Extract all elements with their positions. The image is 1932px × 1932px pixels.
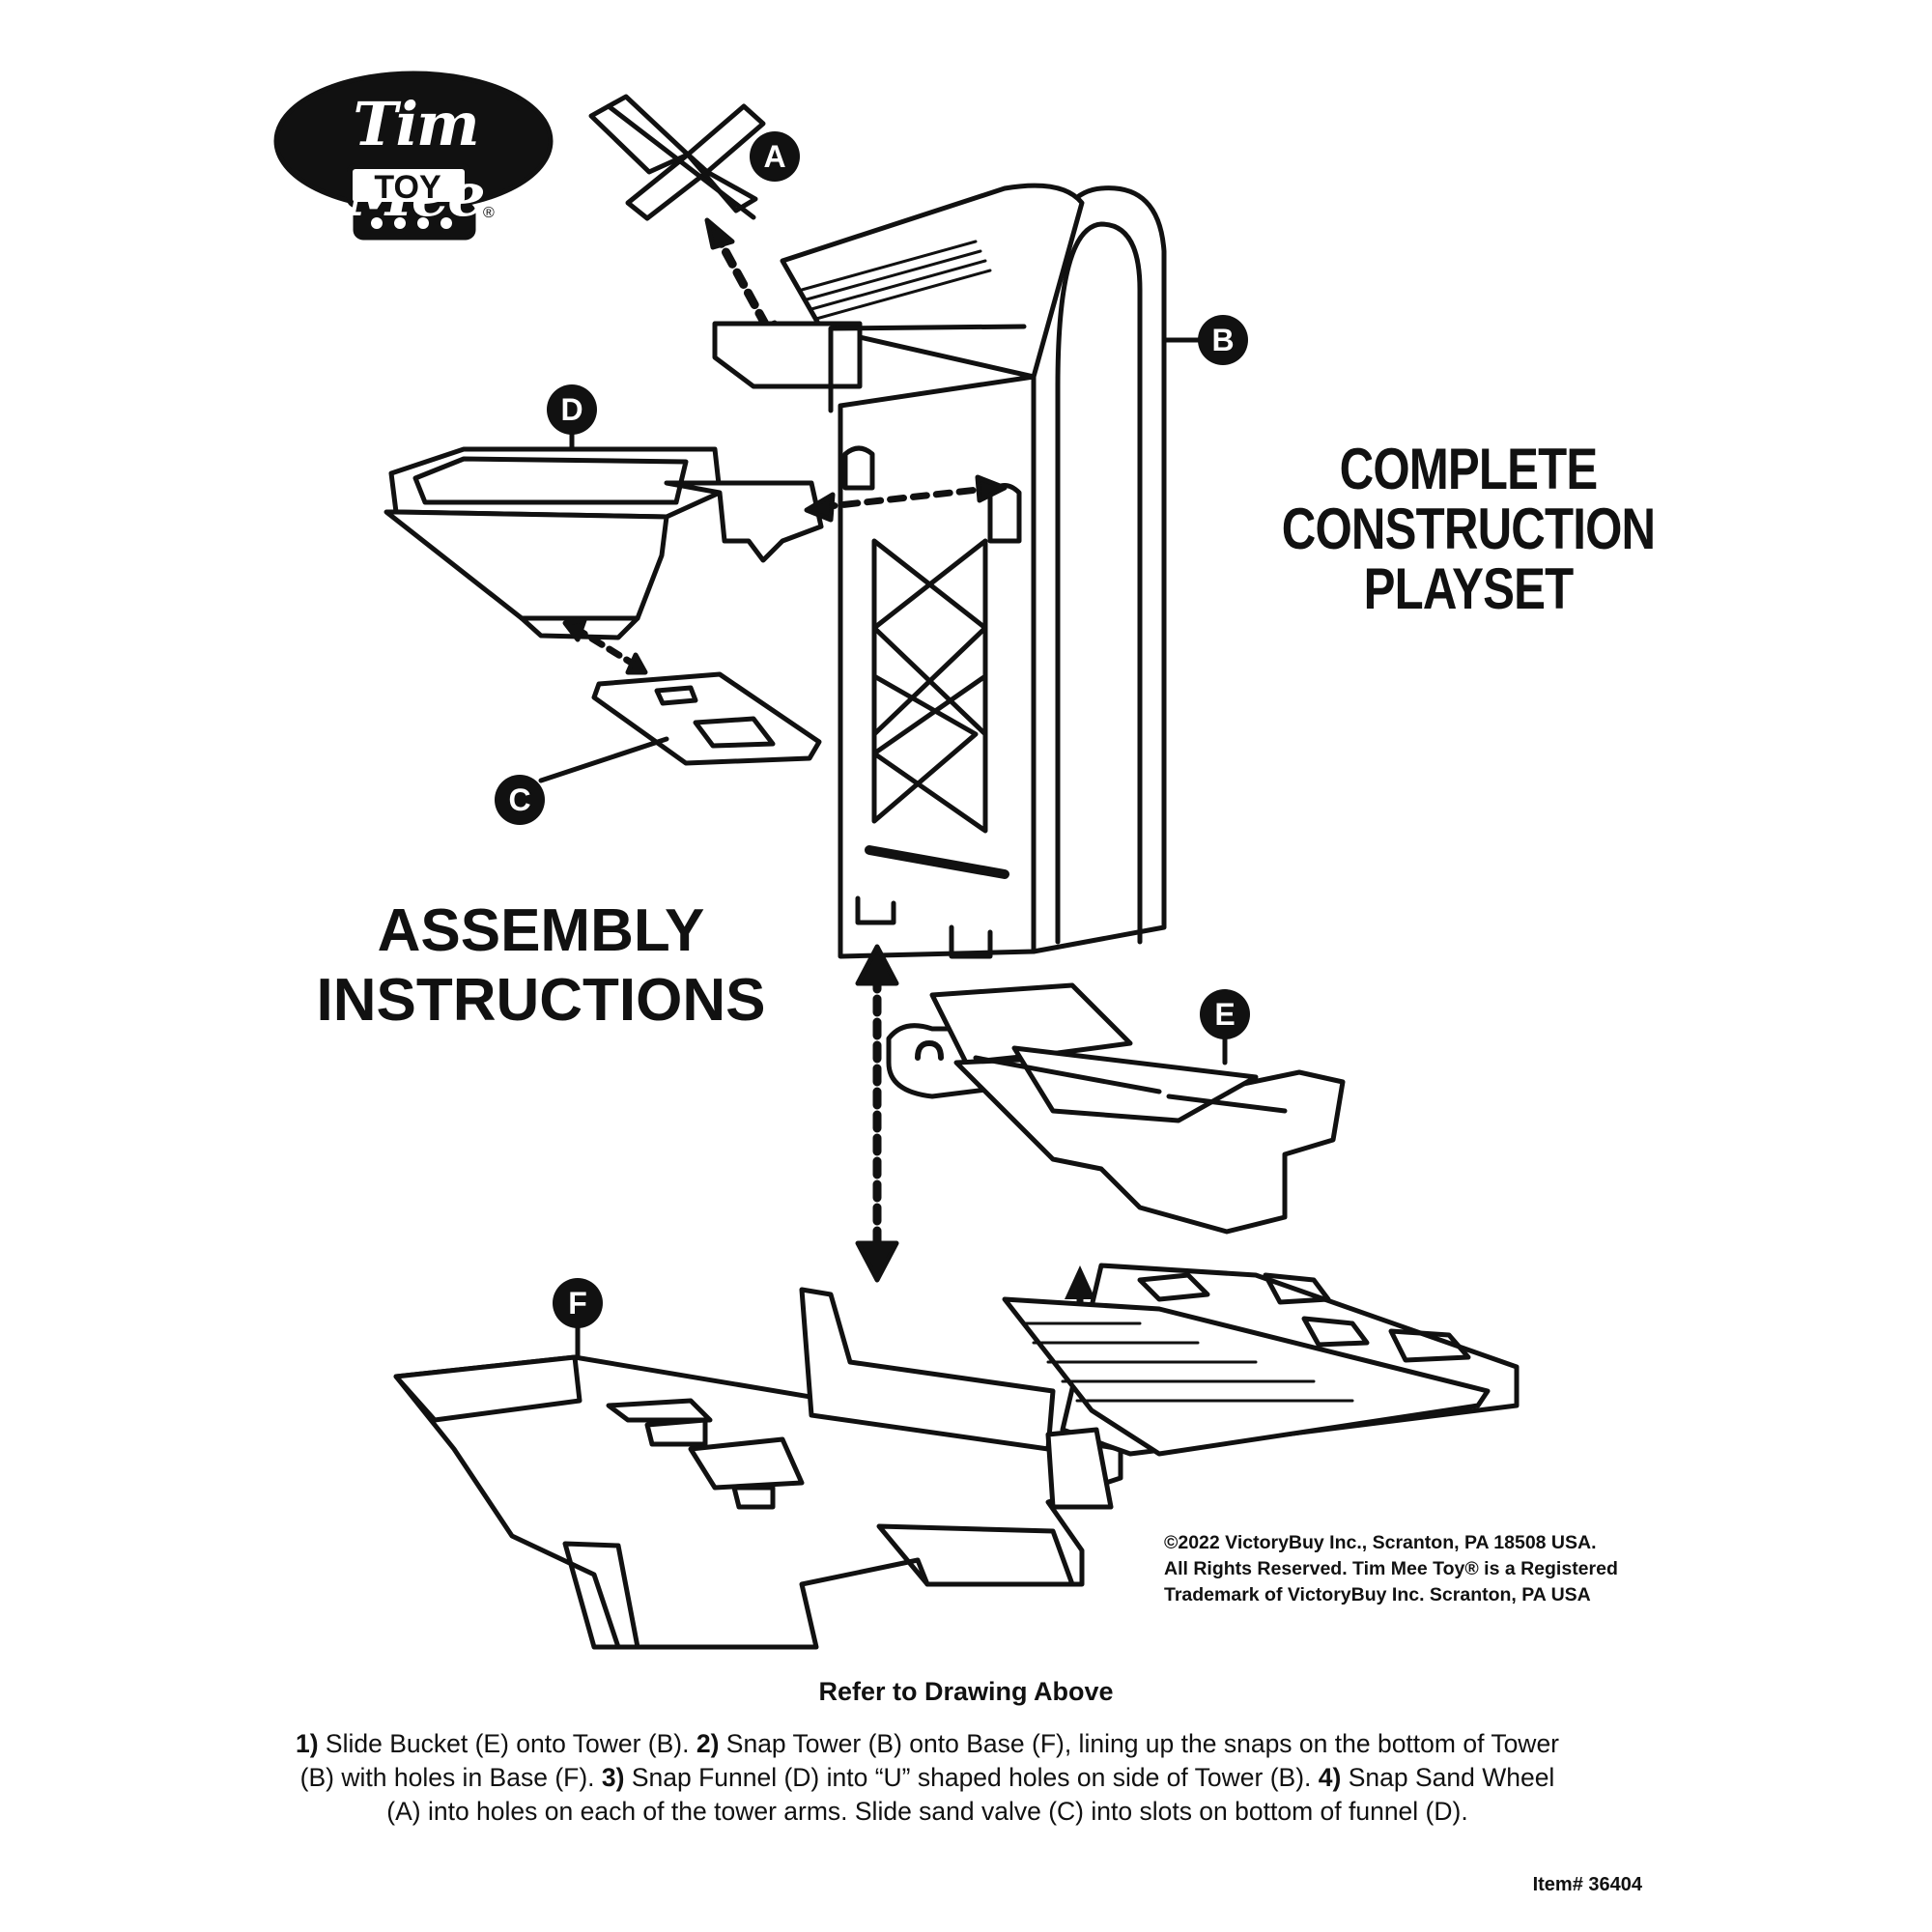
part-c-sand-valve bbox=[591, 671, 822, 766]
copyright-line-3: Trademark of VictoryBuy Inc. Scranton, P… bbox=[1164, 1584, 1591, 1605]
assembly-title-line-2: INSTRUCTIONS bbox=[316, 967, 766, 1034]
part-b-tower bbox=[712, 183, 1167, 959]
step-1-text: Slide Bucket (E) onto Tower (B). bbox=[318, 1729, 696, 1758]
callout-c: C bbox=[495, 775, 545, 825]
copyright-line-1: ©2022 VictoryBuy Inc., Scranton, PA 1850… bbox=[1164, 1532, 1597, 1553]
copyright-notice: ©2022 VictoryBuy Inc., Scranton, PA 1850… bbox=[1164, 1530, 1681, 1608]
step-2-number: 2) bbox=[696, 1729, 720, 1758]
logo-registered-mark: ® bbox=[483, 205, 495, 221]
part-d-funnel bbox=[384, 446, 824, 640]
refer-heading: Refer to Drawing Above bbox=[818, 1677, 1114, 1706]
callout-d: D bbox=[547, 384, 597, 435]
part-f-base bbox=[393, 1263, 1520, 1650]
step-2-text: Snap Tower (B) onto Base (F), lining up … bbox=[299, 1729, 1560, 1792]
playset-title-line-1: COMPLETE bbox=[1339, 437, 1599, 501]
step-4-number: 4) bbox=[1318, 1763, 1342, 1792]
logo-badge bbox=[273, 71, 554, 241]
step-4-text: Snap Sand Wheel (A) into holes on each o… bbox=[386, 1763, 1555, 1826]
playset-title-line-2: CONSTRUCTION bbox=[1281, 497, 1656, 561]
step-3-number: 3) bbox=[601, 1763, 625, 1792]
logo-wordmark: Tim Mee bbox=[347, 89, 486, 230]
callout-a: A bbox=[750, 131, 800, 182]
copyright-line-2: All Rights Reserved. Tim Mee Toy® is a R… bbox=[1164, 1558, 1618, 1579]
item-number: Item# 36404 bbox=[1532, 1874, 1642, 1895]
part-e-bucket bbox=[886, 982, 1346, 1235]
step-3-text: Snap Funnel (D) into “U” shaped holes on… bbox=[624, 1763, 1319, 1792]
callout-e: E bbox=[1200, 989, 1250, 1039]
step-1-number: 1) bbox=[295, 1729, 319, 1758]
part-a-sand-wheel bbox=[588, 94, 766, 221]
playset-title: COMPLETE CONSTRUCTION PLAYSET bbox=[1270, 440, 1666, 619]
playset-title-line-3: PLAYSET bbox=[1363, 556, 1574, 621]
assembly-title: ASSEMBLY INSTRUCTIONS bbox=[270, 896, 811, 1036]
assembly-steps: 1) Slide Bucket (E) onto Tower (B). 2) S… bbox=[280, 1727, 1575, 1829]
assembly-title-line-1: ASSEMBLY bbox=[377, 897, 705, 964]
logo-toy-label: TOY bbox=[374, 169, 441, 206]
callout-f: F bbox=[553, 1278, 603, 1328]
callout-b: B bbox=[1198, 315, 1248, 365]
